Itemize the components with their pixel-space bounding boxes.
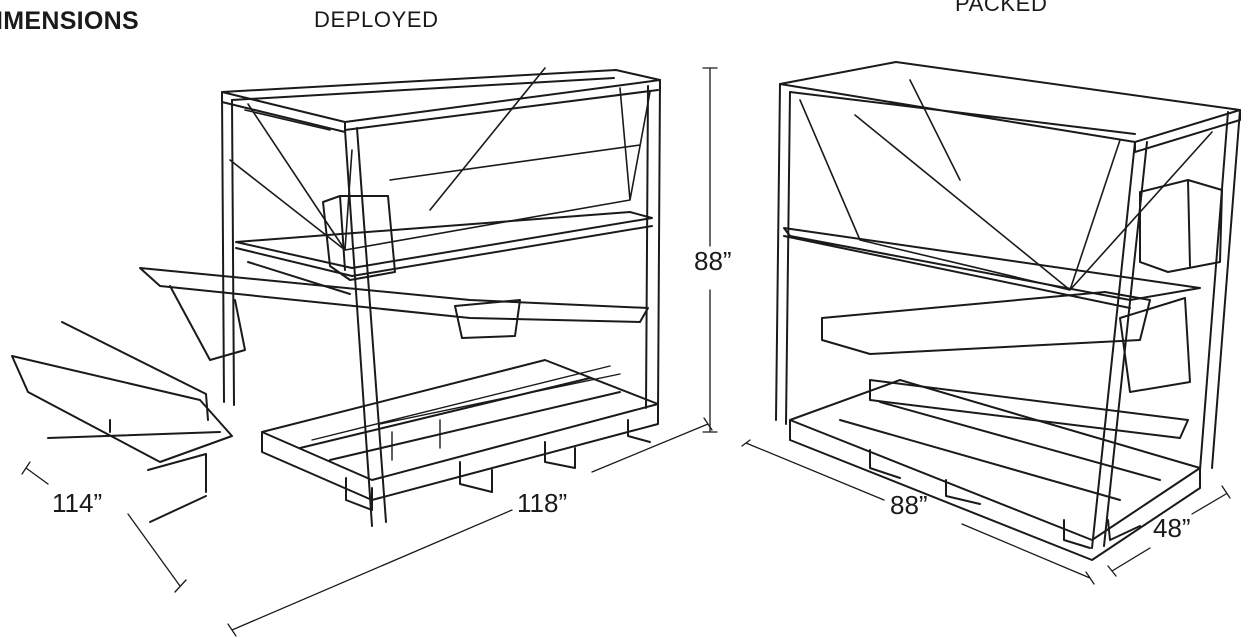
conveyor-length-dimension: 114”: [52, 488, 103, 518]
deployed-mid-frame: [235, 211, 653, 295]
packed-skids: [869, 449, 1141, 549]
packed-width-dimension: 48”: [1153, 513, 1191, 543]
dimension-lines: [21, 67, 1231, 637]
deployed-incline-conveyor: [139, 267, 649, 361]
packed-top-frame: [779, 61, 1241, 153]
dim-line-114: [21, 461, 187, 593]
packed-base: [789, 379, 1201, 561]
deployed-length-dimension: 118”: [517, 488, 568, 518]
dim-line-118: [227, 417, 713, 637]
packed-conveyor: [821, 291, 1191, 439]
packed-mid-frame: [783, 227, 1201, 309]
section-title: IMENSIONS: [0, 7, 139, 35]
packed-unit: [775, 61, 1241, 561]
dim-line-88-packed: [741, 439, 1095, 585]
deployed-floor-conveyor: [11, 321, 233, 523]
deployed-label: DEPLOYED: [314, 7, 439, 32]
deployed-skids: [345, 419, 651, 511]
packed-control-box: [1139, 179, 1223, 273]
packed-length-dimension: 88”: [890, 490, 928, 520]
height-dimension: 88”: [694, 246, 732, 276]
dim-line-48: [1107, 485, 1231, 577]
packed-label: PACKED: [955, 0, 1048, 16]
deployed-hopper: [229, 67, 651, 251]
deployed-posts: [221, 79, 661, 527]
deployed-control-box: [322, 195, 396, 281]
deployed-unit: [11, 67, 661, 527]
deployed-interior-rails: [311, 365, 621, 461]
packed-posts: [775, 83, 1241, 549]
packed-hopper: [799, 79, 1213, 291]
dim-line-height: [702, 67, 718, 433]
deployed-top-frame: [221, 69, 661, 133]
